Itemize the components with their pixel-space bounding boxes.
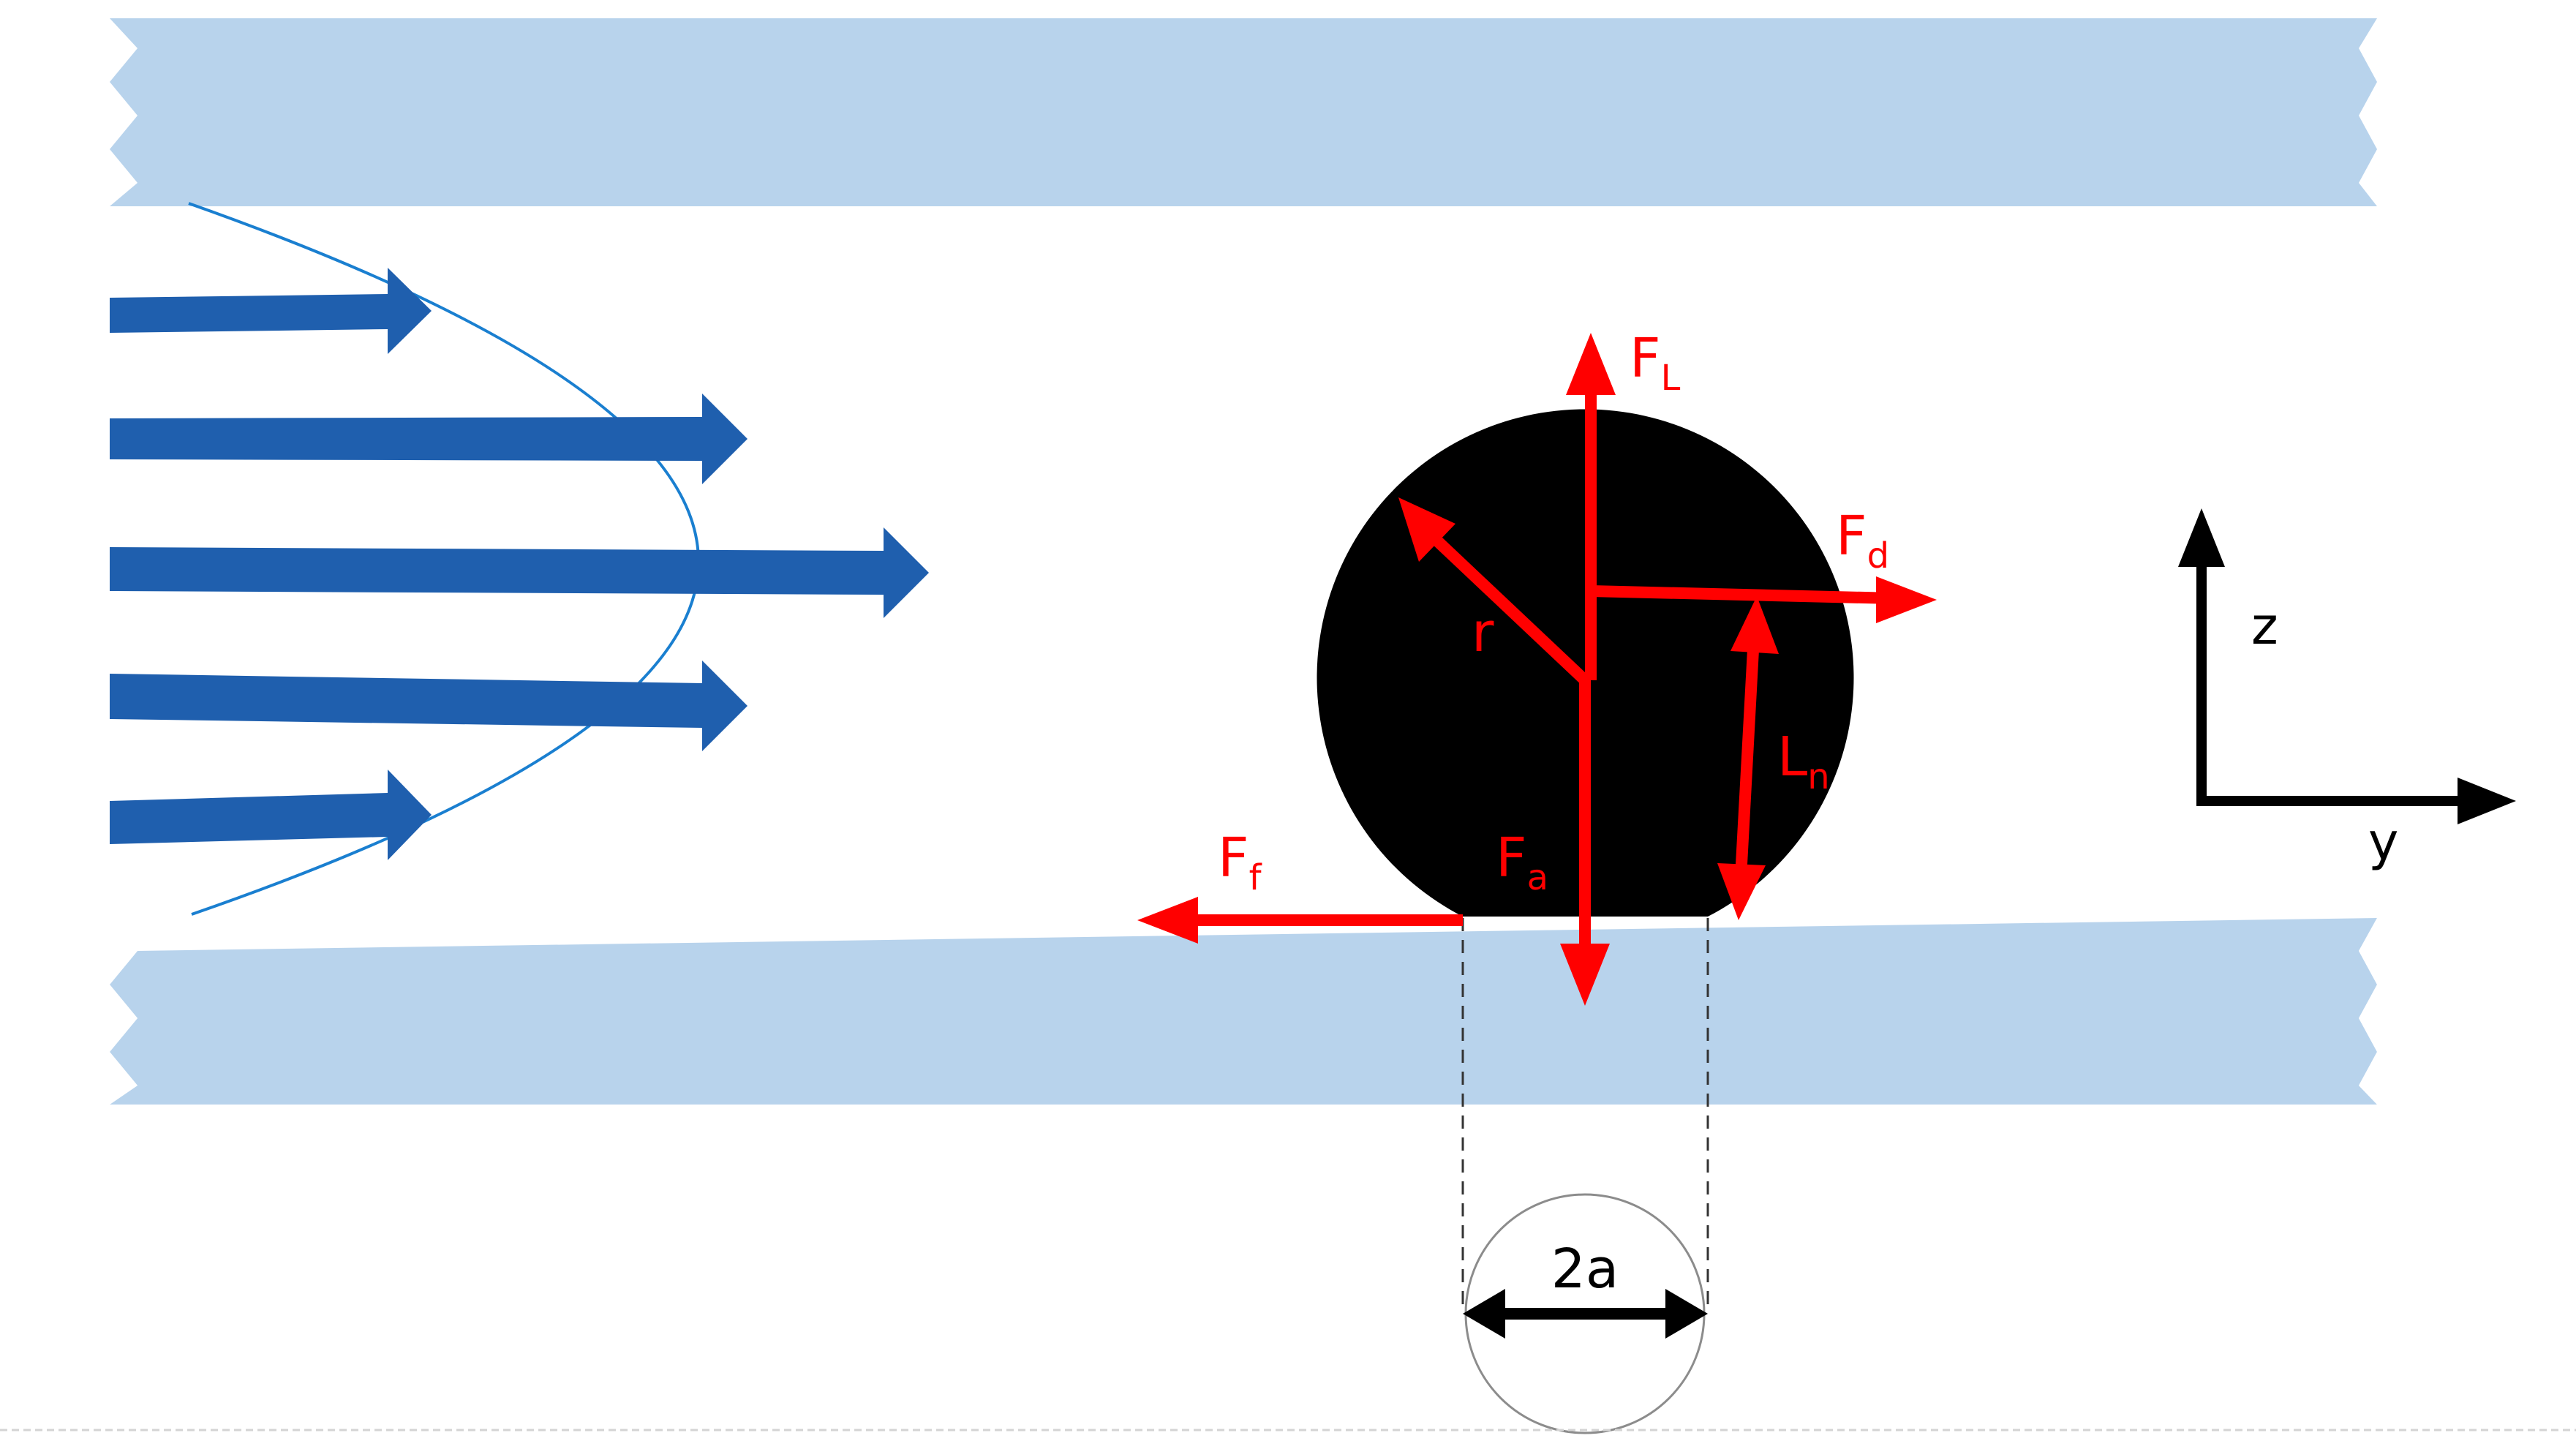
contact-width-label: 2a: [1551, 1238, 1619, 1301]
flow-arrow-2: [110, 394, 747, 484]
flow-arrow-4: [110, 661, 747, 751]
contact-dashed-lines: [1461, 918, 1709, 1313]
moment-arm-label: Ln: [1777, 726, 1830, 797]
radius-label: r: [1472, 601, 1494, 664]
flow-arrows: [110, 268, 929, 860]
top-channel-wall: [110, 18, 2377, 206]
coordinate-axes: [2178, 508, 2516, 824]
lift-force-label: FL: [1630, 327, 1681, 399]
force-arrows: [1137, 333, 1937, 1006]
flow-arrow-1: [110, 268, 432, 354]
moment-arm-arrow: [1735, 636, 1760, 878]
radius-arrow: [1426, 530, 1589, 685]
friction-force-label: Ff: [1218, 827, 1262, 898]
bottom-channel-wall: [110, 918, 2377, 1105]
adhesion-force-label: Fa: [1496, 827, 1548, 898]
flow-arrow-5: [110, 770, 432, 860]
y-axis-label: y: [2368, 812, 2398, 872]
z-axis-label: z: [2251, 596, 2278, 656]
contact-width-arrow: [1463, 1289, 1708, 1339]
drag-force-label: Fd: [1836, 505, 1889, 576]
drag-force-arrow: [1590, 585, 1895, 604]
flow-arrow-3: [110, 527, 929, 618]
